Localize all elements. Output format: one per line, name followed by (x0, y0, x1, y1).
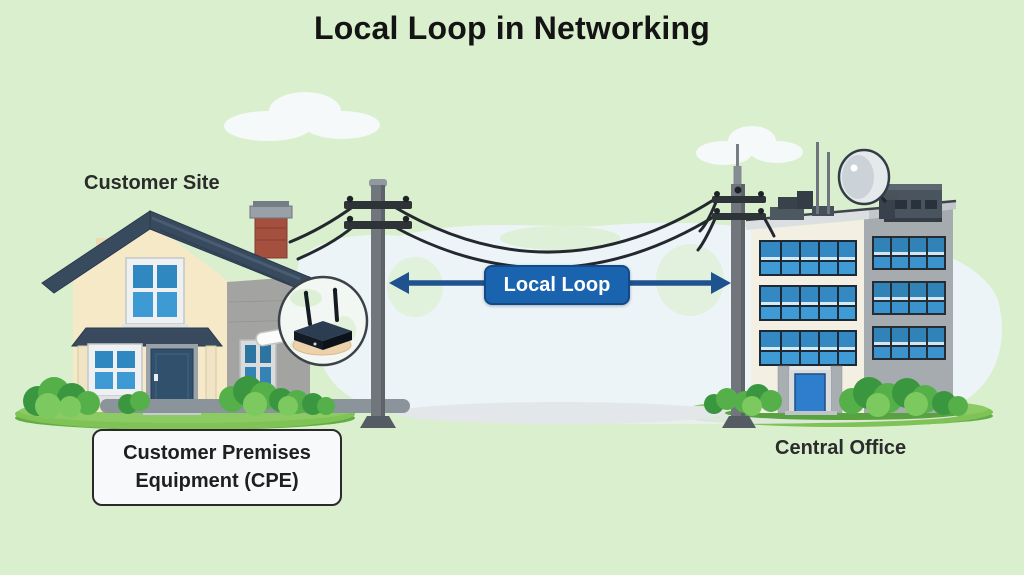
central-office-label: Central Office (775, 437, 907, 459)
window-band (759, 240, 857, 276)
utility-pole (712, 144, 766, 428)
cpe-label-line1: Customer Premises (123, 442, 311, 464)
cloud-icon (224, 92, 380, 141)
router-icon (294, 287, 352, 350)
local-loop-badge: Local Loop (484, 265, 630, 305)
window-band (872, 326, 946, 360)
customer-site-label: Customer Site (84, 172, 220, 194)
antenna-icon (827, 152, 830, 214)
window-band (759, 285, 857, 321)
chimney (249, 201, 293, 259)
window (84, 343, 146, 401)
bush (839, 377, 968, 417)
bush (219, 376, 335, 416)
page-title: Local Loop in Networking (314, 10, 710, 46)
central-office-building (745, 142, 957, 415)
window (122, 257, 188, 330)
antenna-icon (816, 142, 819, 214)
house-illustration (41, 201, 315, 415)
window-band (759, 330, 857, 366)
bush (118, 391, 150, 414)
cpe-label-box: Customer Premises Equipment (CPE) (92, 429, 342, 506)
building-entrance (777, 365, 843, 415)
rooftop-equipment (770, 142, 942, 222)
satellite-dish-icon (837, 148, 899, 219)
cloud-icon (696, 126, 803, 165)
utility-pole (344, 179, 412, 428)
roof (41, 210, 315, 294)
cpe-label-line2: Equipment (CPE) (135, 470, 299, 492)
bush (23, 377, 100, 419)
porch-awning (70, 327, 224, 411)
router-inset (255, 275, 369, 367)
bush (704, 384, 782, 416)
window-band (872, 236, 946, 270)
window-band (872, 281, 946, 315)
